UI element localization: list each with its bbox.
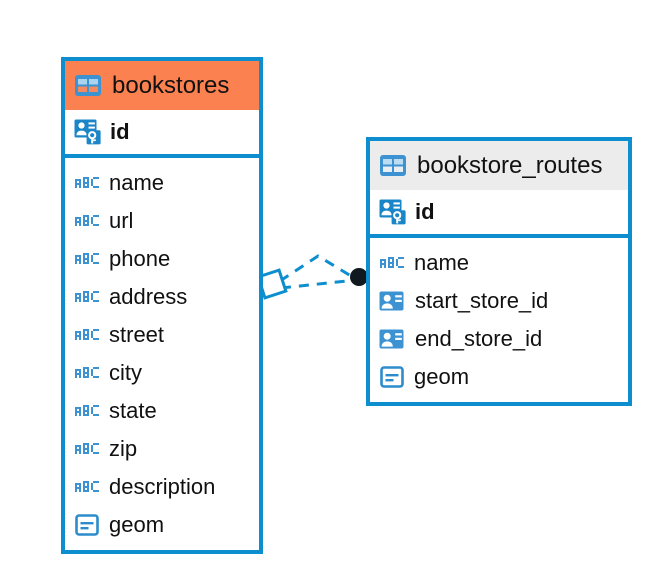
- primary-key-icon: [379, 199, 406, 225]
- field-label: id: [415, 199, 435, 224]
- field-label: street: [109, 322, 165, 347]
- abc-text-icon: [74, 480, 100, 494]
- field-row[interactable]: phone: [65, 240, 259, 278]
- field-label: zip: [109, 436, 138, 461]
- field-row[interactable]: geom: [65, 506, 259, 544]
- abc-text-icon: [74, 442, 100, 456]
- table-grid-icon: [379, 154, 407, 177]
- field-label: end_store_id: [415, 326, 543, 351]
- relationship-line-upper: [279, 254, 357, 283]
- field-label: address: [109, 284, 188, 309]
- field-row[interactable]: start_store_id: [370, 282, 628, 320]
- field-row[interactable]: address: [65, 278, 259, 316]
- field-label: name: [109, 170, 165, 195]
- table-title: bookstore_routes: [417, 151, 603, 179]
- table-header-bookstores[interactable]: bookstores: [65, 61, 259, 110]
- field-label: start_store_id: [415, 288, 549, 313]
- table-grid-icon: [74, 74, 102, 97]
- abc-text-icon: [74, 366, 100, 380]
- field-row[interactable]: description: [65, 468, 259, 506]
- er-table-bookstore-routes[interactable]: bookstore_routes id: [366, 137, 632, 406]
- field-row[interactable]: name: [65, 164, 259, 202]
- field-label: url: [109, 208, 134, 233]
- field-label: state: [109, 398, 157, 423]
- abc-text-icon: [74, 328, 100, 342]
- field-row[interactable]: name: [370, 244, 628, 282]
- field-label: geom: [109, 512, 165, 537]
- table-header-bookstore-routes[interactable]: bookstore_routes: [370, 141, 628, 190]
- abc-text-icon: [379, 256, 405, 270]
- er-table-bookstores[interactable]: bookstores id: [61, 57, 263, 554]
- geometry-icon: [379, 365, 405, 389]
- field-row[interactable]: street: [65, 316, 259, 354]
- table-title: bookstores: [112, 71, 230, 99]
- field-row-primary-key[interactable]: id: [370, 190, 628, 238]
- field-row[interactable]: zip: [65, 430, 259, 468]
- abc-text-icon: [74, 252, 100, 266]
- abc-text-icon: [74, 404, 100, 418]
- field-label: id: [110, 119, 130, 144]
- field-row[interactable]: end_store_id: [370, 320, 628, 358]
- field-list-bookstores: name: [65, 158, 259, 550]
- field-row[interactable]: url: [65, 202, 259, 240]
- foreign-key-icon: [379, 291, 406, 312]
- field-label: name: [414, 250, 470, 275]
- abc-text-icon: [74, 176, 100, 190]
- field-row[interactable]: geom: [370, 358, 628, 396]
- field-label: description: [109, 474, 216, 499]
- abc-text-icon: [74, 290, 100, 304]
- abc-text-icon: [74, 214, 100, 228]
- field-row[interactable]: state: [65, 392, 259, 430]
- field-label: phone: [109, 246, 171, 271]
- geometry-icon: [74, 513, 100, 537]
- relationship-line-lower: [280, 278, 357, 290]
- foreign-key-icon: [379, 329, 406, 350]
- primary-key-icon: [74, 119, 101, 145]
- field-label: geom: [414, 364, 470, 389]
- field-row-primary-key[interactable]: id: [65, 110, 259, 158]
- field-label: city: [109, 360, 142, 385]
- field-list-bookstore-routes: name start_store_id: [370, 238, 628, 402]
- field-row[interactable]: city: [65, 354, 259, 392]
